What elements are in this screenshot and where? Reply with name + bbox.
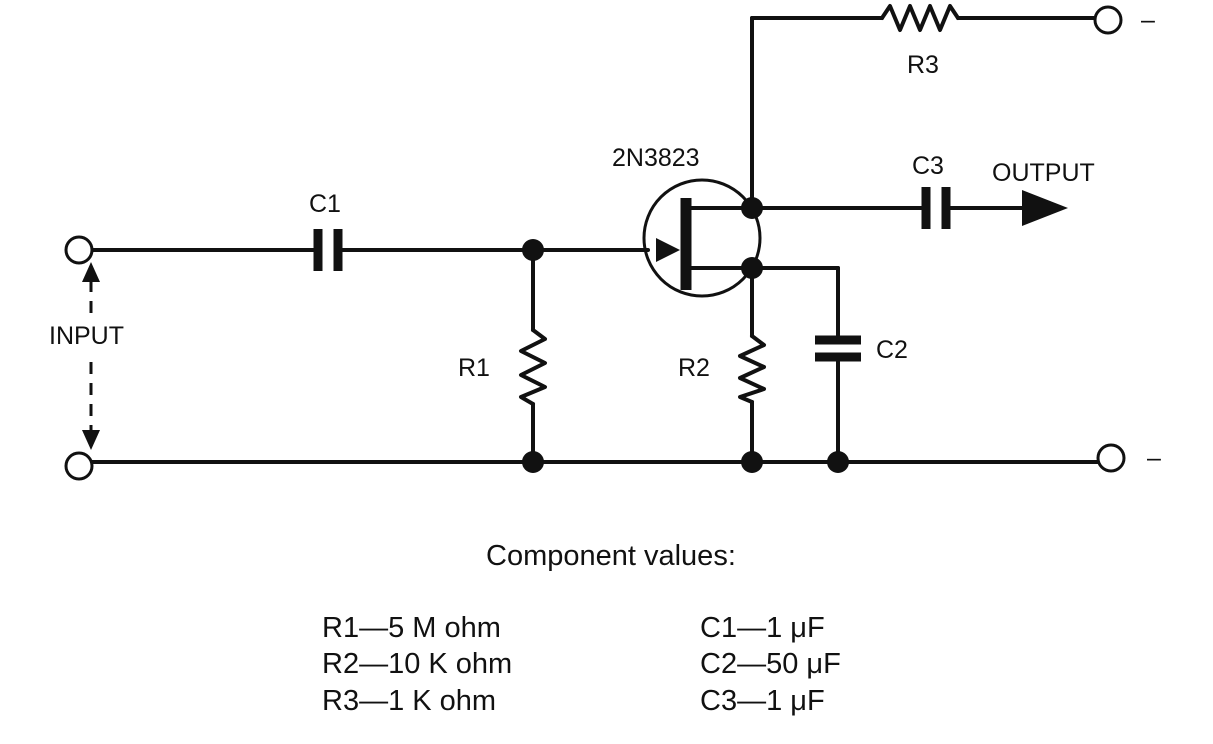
transistor-label: 2N3823 bbox=[612, 144, 700, 172]
output-label: OUTPUT bbox=[992, 159, 1095, 187]
component-values: Component values: R1—5 M ohm R2—10 K ohm… bbox=[322, 540, 841, 717]
input-indicator: INPUT bbox=[49, 262, 124, 450]
junction-r2-ground bbox=[741, 451, 763, 473]
capacitor-c3: C3 bbox=[912, 152, 951, 229]
output-indicator: OUTPUT bbox=[992, 159, 1095, 226]
jfet-2n3823: 2N3823 bbox=[612, 144, 762, 298]
input-terminal-top bbox=[64, 235, 94, 265]
resistor-value-r3: R3—1 K ohm bbox=[322, 685, 496, 717]
resistor-r3: R3 bbox=[880, 4, 960, 79]
junction-source bbox=[741, 257, 763, 279]
junction-gate bbox=[522, 239, 544, 261]
terminal-bottom-sign: – bbox=[1147, 444, 1161, 472]
gate-arrow-icon bbox=[656, 238, 680, 262]
c2-label: C2 bbox=[876, 336, 908, 364]
c1-label: C1 bbox=[309, 190, 341, 218]
resistor-value-r2: R2—10 K ohm bbox=[322, 648, 512, 680]
supply-terminal-bottom bbox=[1096, 443, 1126, 473]
input-arrow-down-icon bbox=[82, 430, 100, 450]
supply-terminal-top bbox=[1093, 5, 1123, 35]
output-arrow-icon bbox=[1022, 190, 1068, 226]
c3-label: C3 bbox=[912, 152, 944, 180]
resistor-r1: R1 bbox=[458, 328, 547, 406]
r2-label: R2 bbox=[678, 354, 710, 382]
input-arrow-up-icon bbox=[82, 262, 100, 282]
capacitor-value-c1: C1—1 μF bbox=[700, 612, 825, 644]
terminal-top-sign: – bbox=[1141, 6, 1155, 34]
input-terminal-bottom bbox=[64, 451, 94, 481]
capacitor-c1: C1 bbox=[309, 190, 343, 271]
jfet-envelope bbox=[642, 178, 762, 298]
r1-label: R1 bbox=[458, 354, 490, 382]
capacitor-c2: C2 bbox=[815, 335, 908, 364]
r3-label: R3 bbox=[907, 51, 939, 79]
component-values-heading: Component values: bbox=[486, 540, 736, 572]
resistor-r2: R2 bbox=[678, 334, 766, 404]
resistor-value-r1: R1—5 M ohm bbox=[322, 612, 501, 644]
wires bbox=[90, 16, 1100, 464]
capacitor-value-c3: C3—1 μF bbox=[700, 685, 825, 717]
terminals: – – bbox=[64, 5, 1161, 481]
input-label: INPUT bbox=[49, 322, 124, 350]
junction-c2-ground bbox=[827, 451, 849, 473]
r1-zigzag bbox=[519, 328, 547, 406]
junctions bbox=[522, 197, 849, 473]
r2-zigzag bbox=[738, 334, 766, 404]
junction-r1-ground bbox=[522, 451, 544, 473]
capacitor-value-c2: C2—50 μF bbox=[700, 648, 841, 680]
junction-drain bbox=[741, 197, 763, 219]
r3-zigzag bbox=[880, 4, 960, 32]
